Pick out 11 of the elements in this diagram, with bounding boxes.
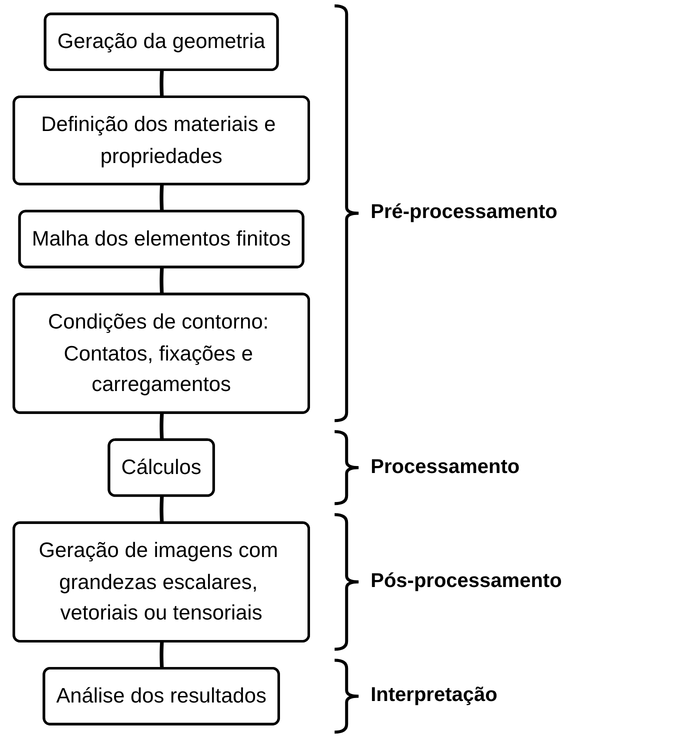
- flowchart: Geração da geometria Definição dos materiais e propriedades Malha dos elementos finitos Condições de contorno: Contatos, fixações e carregamentos Cálculos Geração de imagens com grandezas escalares, vetoriais ou tensoriais Análise dos resultados: [4, 4, 319, 734]
- connector: [160, 70, 164, 98]
- connector: [160, 413, 164, 440]
- phase-label: Pré-processamento: [370, 201, 558, 224]
- connector: [160, 184, 164, 212]
- connector: [160, 642, 164, 669]
- connector: [160, 496, 164, 524]
- connector: [160, 268, 164, 295]
- phase-label: Processamento: [370, 456, 520, 479]
- phase-label: Interpretação: [370, 684, 498, 708]
- phase-label: Pós-processamento: [370, 570, 562, 593]
